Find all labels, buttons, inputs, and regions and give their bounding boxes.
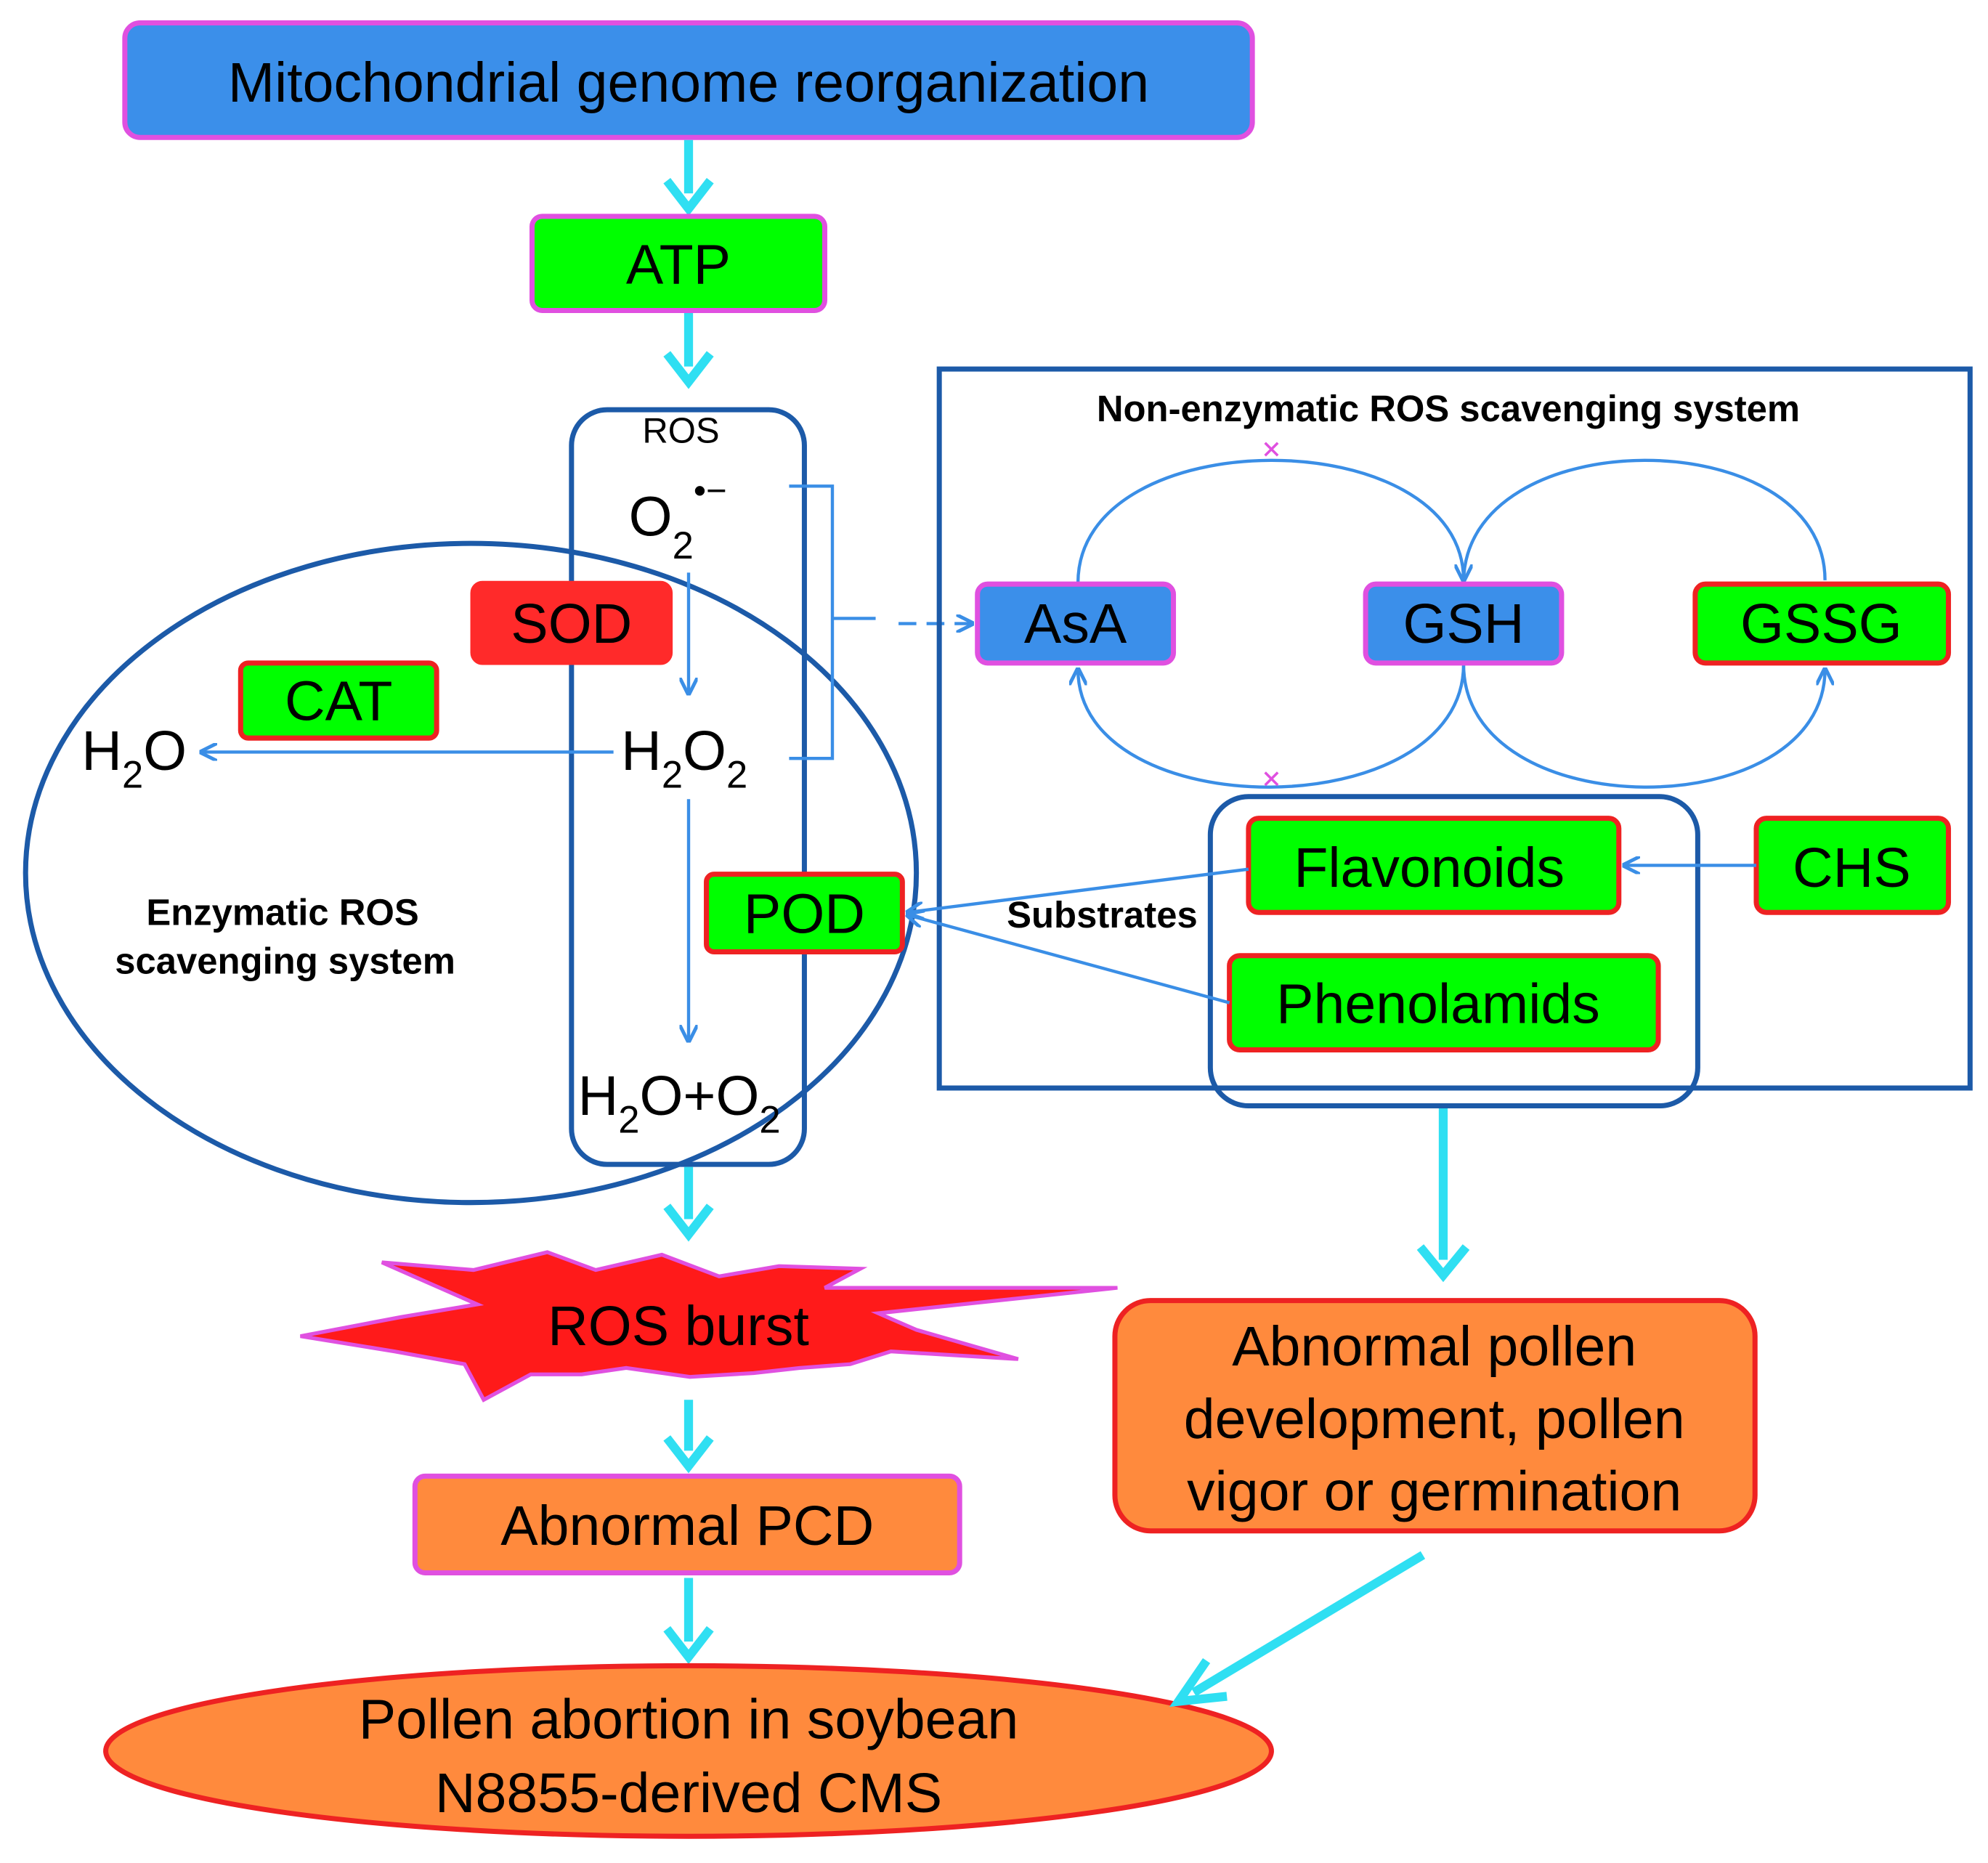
atp-label: ATP	[626, 234, 731, 296]
atp-node: ATP	[530, 214, 827, 314]
ros-title: ROS	[642, 412, 719, 451]
superoxide-label: O2•−	[629, 471, 727, 567]
gsh-node: GSH	[1363, 581, 1565, 666]
flavonoids-label: Flavonoids	[1294, 837, 1565, 899]
mito-node: Mitochondrial genome reorganization	[122, 20, 1255, 140]
substrates-label: Substrates	[1007, 894, 1198, 935]
asa-node: AsA	[975, 581, 1177, 666]
pod-label: POD	[744, 882, 865, 945]
nonenzymatic-title: Non-enzymatic ROS scavenging system	[1097, 388, 1800, 429]
pod-node: POD	[704, 872, 905, 955]
asa-label: AsA	[1024, 593, 1127, 655]
ros-burst-label: ROS burst	[548, 1295, 809, 1357]
flavonoids-node: Flavonoids	[1246, 816, 1622, 915]
ros-burst-node: ROS burst	[300, 1250, 1118, 1403]
cycle-cross-marks	[1264, 442, 1279, 787]
arrow-ros-to-burst	[663, 1166, 714, 1242]
chs-label: CHS	[1793, 837, 1911, 899]
secondary-metabolites-group	[1207, 794, 1700, 1109]
abortion-label-1: Pollen abortion in soybean	[359, 1688, 1018, 1750]
arrow-pollen-dev-to-abortion	[1169, 1551, 1426, 1707]
arrow-phenolamids-to-pod	[907, 915, 1230, 1004]
pollen-abortion-node: Pollen abortion in soybean N8855-derived…	[103, 1663, 1274, 1839]
enzymatic-label-2: scavenging system	[115, 940, 455, 981]
gsh-label: GSH	[1403, 593, 1524, 655]
pollen-dev-label-1: Abnormal pollen	[1232, 1315, 1636, 1378]
enzymatic-label-1: Enzymatic ROS	[146, 892, 418, 933]
bracket-ros-to-asa	[789, 484, 972, 760]
abortion-label-2: N8855-derived CMS	[435, 1762, 942, 1825]
arrow-metabolites-to-pollen-dev	[1416, 1108, 1470, 1283]
pollen-dev-label-2: development, pollen	[1184, 1388, 1685, 1450]
phenolamids-label: Phenolamids	[1276, 973, 1600, 1036]
phenolamids-node: Phenolamids	[1227, 953, 1661, 1052]
sod-node: SOD	[470, 580, 673, 665]
arrow-flavonoids-to-pod	[907, 867, 1249, 913]
pollen-dev-label-3: vigor or germination	[1187, 1461, 1681, 1523]
gssg-node: GSSG	[1692, 581, 1952, 666]
nonenzymatic-system-box	[936, 366, 1973, 1091]
h2o-left-label: H2O	[81, 720, 187, 797]
arrow-atp-to-ros	[663, 313, 714, 389]
abnormal-pcd-label: Abnormal PCD	[500, 1495, 874, 1557]
pollen-development-node: Abnormal pollen development, pollen vigo…	[1112, 1298, 1758, 1534]
gssg-label: GSSG	[1740, 593, 1902, 655]
chs-node: CHS	[1753, 816, 1952, 915]
arrow-burst-to-pcd	[663, 1400, 714, 1474]
h2o2-label: H2O2	[621, 720, 747, 797]
abnormal-pcd-node: Abnormal PCD	[412, 1473, 962, 1576]
arrow-mito-to-atp	[663, 139, 714, 216]
mito-label: Mitochondrial genome reorganization	[228, 52, 1149, 114]
sod-label: SOD	[511, 593, 632, 655]
cat-label: CAT	[285, 670, 392, 733]
asa-gsh-cycle	[1078, 458, 1825, 789]
h2o-o2-label: H2O+O2	[578, 1065, 781, 1142]
ros-column	[569, 407, 807, 1167]
arrow-pcd-to-abortion	[663, 1578, 714, 1665]
cat-node: CAT	[238, 660, 439, 741]
enzymatic-system-ellipse	[23, 540, 920, 1206]
